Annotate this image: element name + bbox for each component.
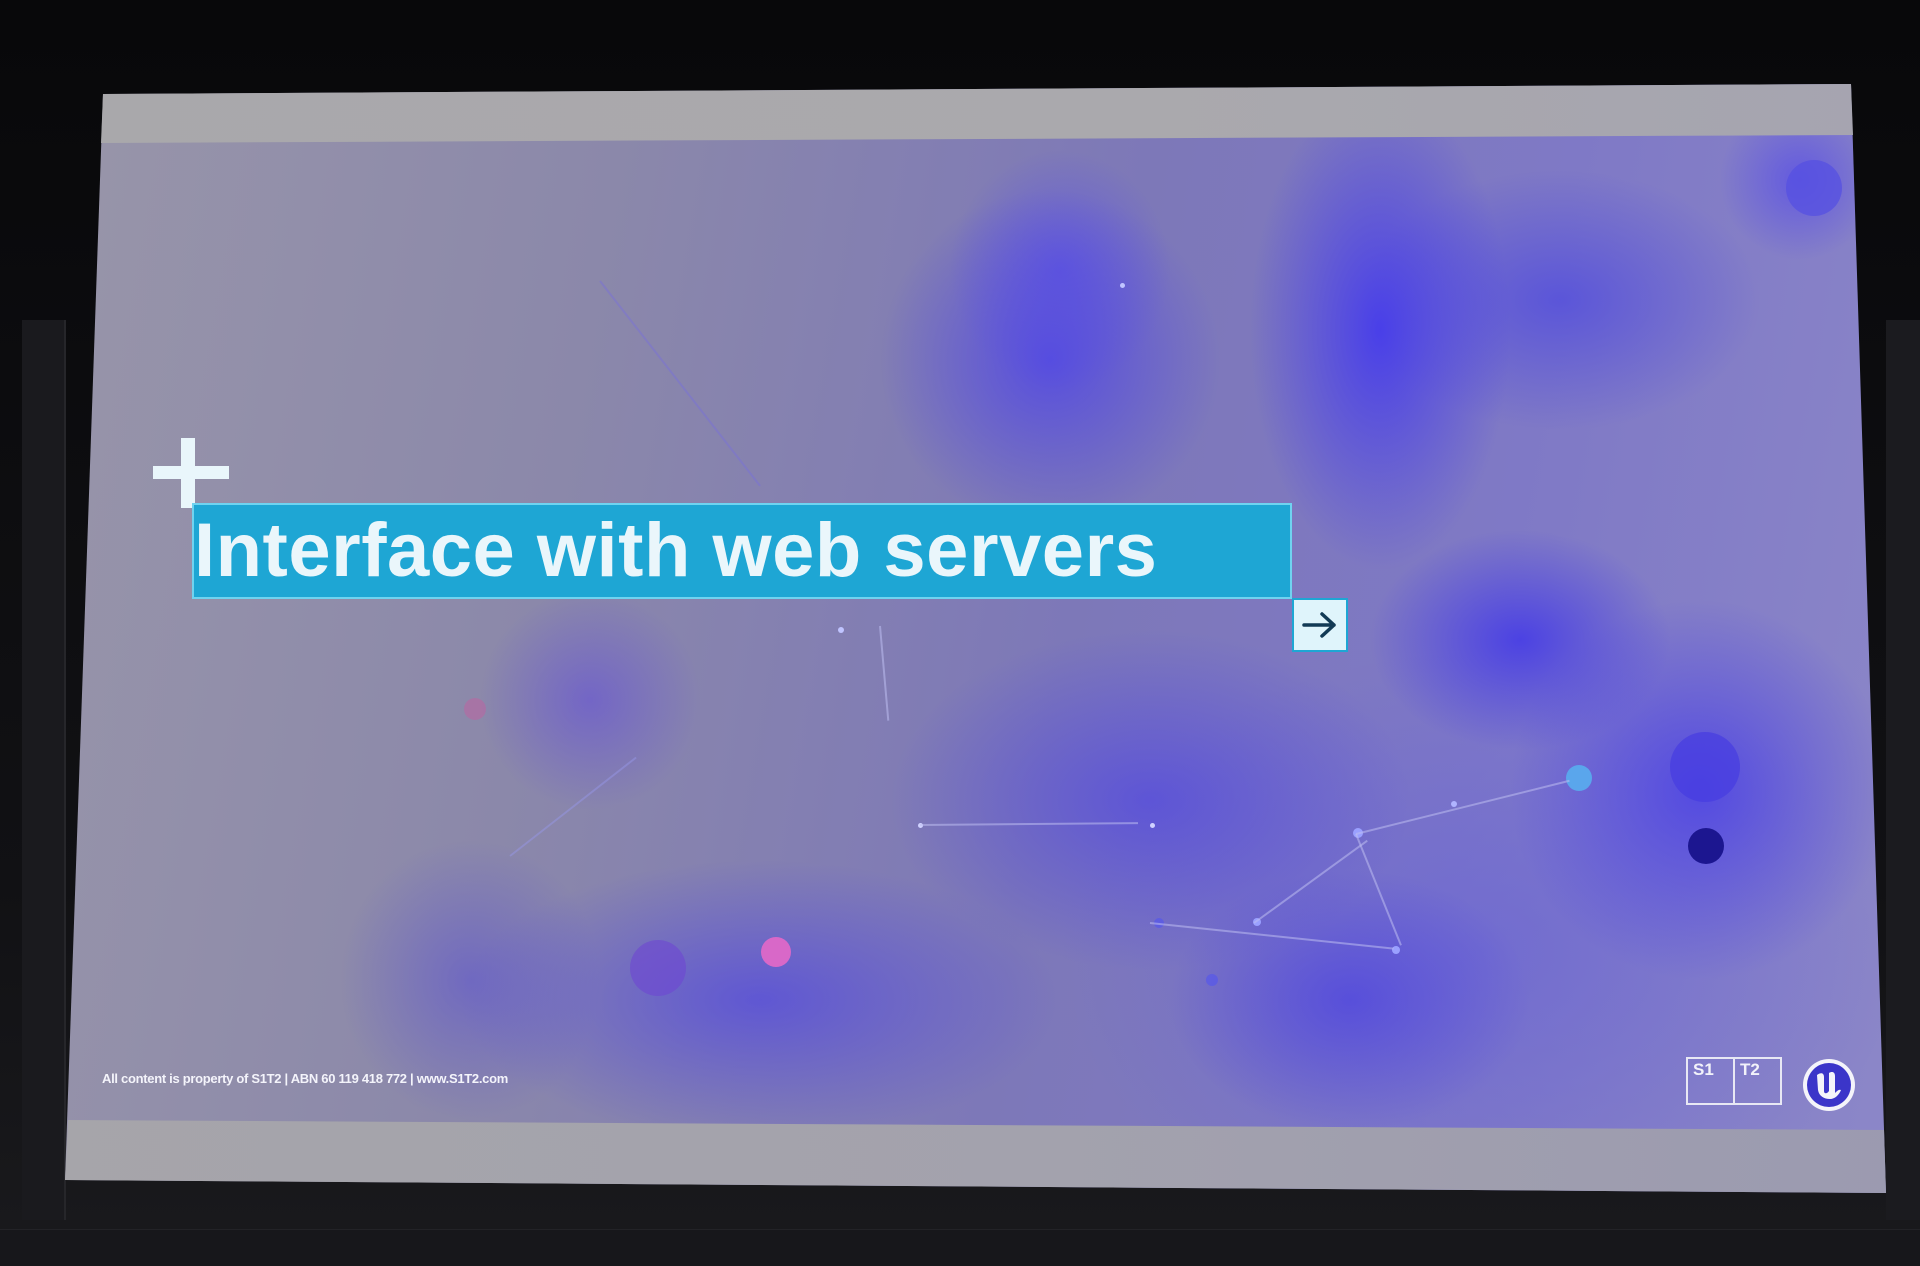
particle-dot [1688,828,1724,864]
wall-panel-left [22,320,66,1220]
floor-strip [0,1229,1920,1266]
network-line [1253,839,1368,924]
network-line [599,280,761,487]
network-line [1149,922,1394,950]
network-line [1355,833,1402,946]
plus-icon [153,438,229,508]
footer-copyright: All content is property of S1T2 | ABN 60… [102,1071,508,1086]
logo-cell-left: S1 [1693,1060,1714,1079]
unreal-engine-icon [1803,1059,1855,1111]
particle-dot [630,940,686,996]
particle-dot [1786,160,1842,216]
arrow-right-icon [1302,612,1336,638]
particle-dot [838,627,844,633]
particle-dot [1392,946,1400,954]
particle-dot [1150,823,1155,828]
particle-dot [464,698,486,720]
wall-panel-right [1886,320,1920,1220]
particle-dot [1120,283,1125,288]
network-line [509,756,637,857]
next-arrow-button[interactable] [1292,598,1348,652]
slide-title[interactable]: Interface with web servers [194,508,1158,593]
logo-cell-right: T2 [1733,1059,1780,1103]
particle-dot [1206,974,1218,986]
s1t2-logo: S1 T2 [1686,1057,1782,1105]
particle-dot [761,937,791,967]
network-line [919,822,1139,826]
particle-dot [1670,732,1740,802]
particle-dot [1451,801,1457,807]
title-selection-box[interactable] [192,503,1292,599]
network-line [1355,779,1570,835]
network-line [879,625,890,721]
particle-dot [1566,765,1592,791]
